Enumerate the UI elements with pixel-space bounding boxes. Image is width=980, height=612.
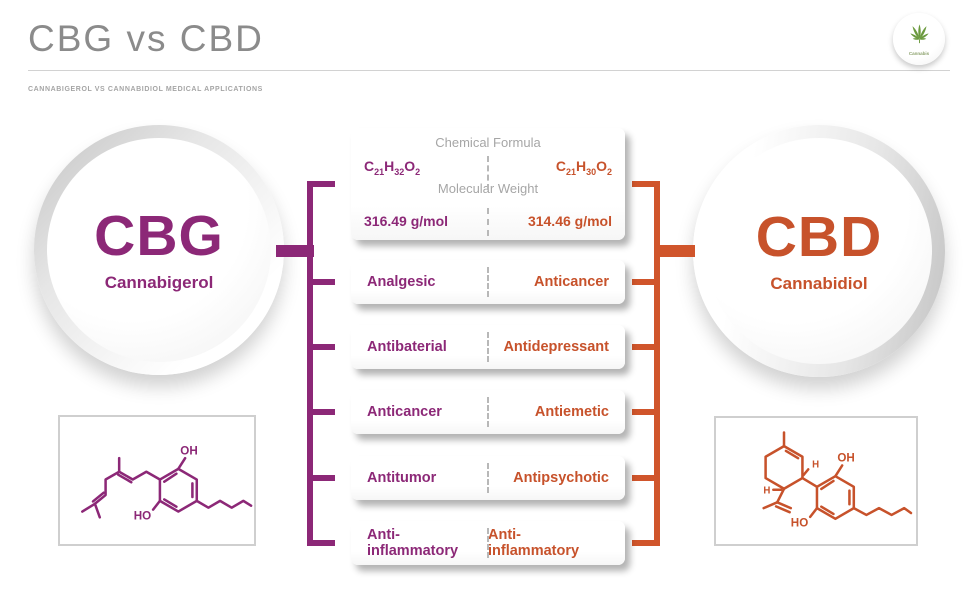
cbd-full-name: Cannabidiol [770, 273, 868, 293]
cbd-property: Antiemetic [534, 404, 609, 420]
comparison-row: Antibaterial Antidepressant [351, 325, 625, 369]
cbg-circle-link [276, 245, 314, 257]
cbd-property: Antipsychotic [513, 470, 609, 486]
card-divider-dash [487, 156, 489, 190]
cannabis-leaf-icon [909, 23, 929, 43]
cbd-property: Antidepressant [503, 339, 609, 355]
cbd-circle: CBD Cannabidiol [693, 125, 945, 377]
comparison-row: Analgesic Anticancer [351, 260, 625, 304]
cbd-molecular-weight: 314.46 g/mol [527, 212, 612, 229]
cbg-connector-stub-4 [307, 409, 335, 415]
comparison-row: Anti-inflammatory Anti-inflammatory [351, 521, 625, 565]
cbg-full-name: Cannabigerol [104, 272, 214, 292]
row-divider-dash [487, 332, 489, 362]
cbg-property: Antibaterial [367, 339, 447, 355]
cbg-structure-box: OH HO [58, 415, 256, 546]
row-divider-dash [487, 267, 489, 297]
cbd-connector-stub-6 [632, 540, 660, 546]
cbg-connector-stub-1 [307, 181, 335, 187]
cbd-property: Anti-inflammatory [488, 527, 580, 559]
page-subtitle: CANNABIGEROL VS CANNABIDIOL MEDICAL APPL… [28, 86, 263, 93]
row-divider-dash [487, 397, 489, 427]
cbg-oh-label: OH [180, 444, 197, 457]
comparison-row: Anticancer Antiemetic [351, 390, 625, 434]
cbd-connector-spine [654, 181, 660, 546]
cbg-structure-drawing: OH HO [81, 444, 253, 522]
cbd-circle-link [657, 245, 695, 257]
chemical-formula-label: Chemical Formula [435, 135, 541, 150]
weight-pair: 316.49 g/mol 314.46 g/mol [364, 207, 612, 234]
cbd-oh-label: OH [837, 452, 854, 465]
cbg-formula: C21H32O2 [364, 158, 421, 177]
cbd-connector-stub-3 [632, 344, 660, 350]
row-divider-dash [487, 528, 489, 558]
cbd-connector-stub-2 [632, 279, 660, 285]
cbd-connector-stub-5 [632, 475, 660, 481]
cbd-property: Anticancer [534, 274, 609, 290]
cbg-property: Antitumor [367, 470, 437, 486]
cbg-property: Anti-inflammatory [367, 527, 459, 559]
cbg-circle-inner: CBG Cannabigerol [47, 138, 271, 362]
cbg-ho-label: HO [134, 509, 151, 522]
cbd-formula: C21H30O2 [555, 158, 612, 177]
cbd-connector-stub-4 [632, 409, 660, 415]
formula-pair: C21H32O2 C21H30O2 [364, 154, 612, 181]
cbd-abbreviation: CBD [755, 204, 883, 269]
cbg-connector-stub-3 [307, 344, 335, 350]
cbg-molecular-weight: 316.49 g/mol [364, 212, 449, 229]
row-divider-dash [487, 463, 489, 493]
cbg-circle: CBG Cannabigerol [34, 125, 284, 375]
cbd-h-left-label: H [763, 486, 770, 497]
cbg-abbreviation: CBG [94, 203, 224, 268]
cbd-connector-stub-1 [632, 181, 660, 187]
cbd-ho-label: HO [791, 517, 808, 530]
cbd-circle-inner: CBD Cannabidiol [706, 138, 932, 364]
page-title: CBG vs CBD [28, 18, 264, 59]
formula-weight-card: Chemical Formula C21H32O2 C21H30O2 Molec… [351, 128, 625, 240]
cbg-connector-stub-2 [307, 279, 335, 285]
cbd-h-top-label: H [812, 459, 819, 470]
cannabis-logo-badge: Cannabis [893, 13, 945, 65]
cbg-connector-spine [307, 181, 313, 546]
card-divider-dash [487, 208, 489, 236]
logo-label: Cannabis [908, 50, 930, 56]
comparison-row: Antitumor Antipsychotic [351, 456, 625, 500]
cbg-property: Anticancer [367, 404, 442, 420]
cbg-property: Analgesic [367, 274, 436, 290]
cbd-structure-drawing: OH HO H H [762, 431, 913, 530]
cbg-connector-stub-6 [307, 540, 335, 546]
title-divider [28, 70, 950, 71]
cbd-structure-box: OH HO H H [714, 416, 918, 546]
cbg-connector-stub-5 [307, 475, 335, 481]
